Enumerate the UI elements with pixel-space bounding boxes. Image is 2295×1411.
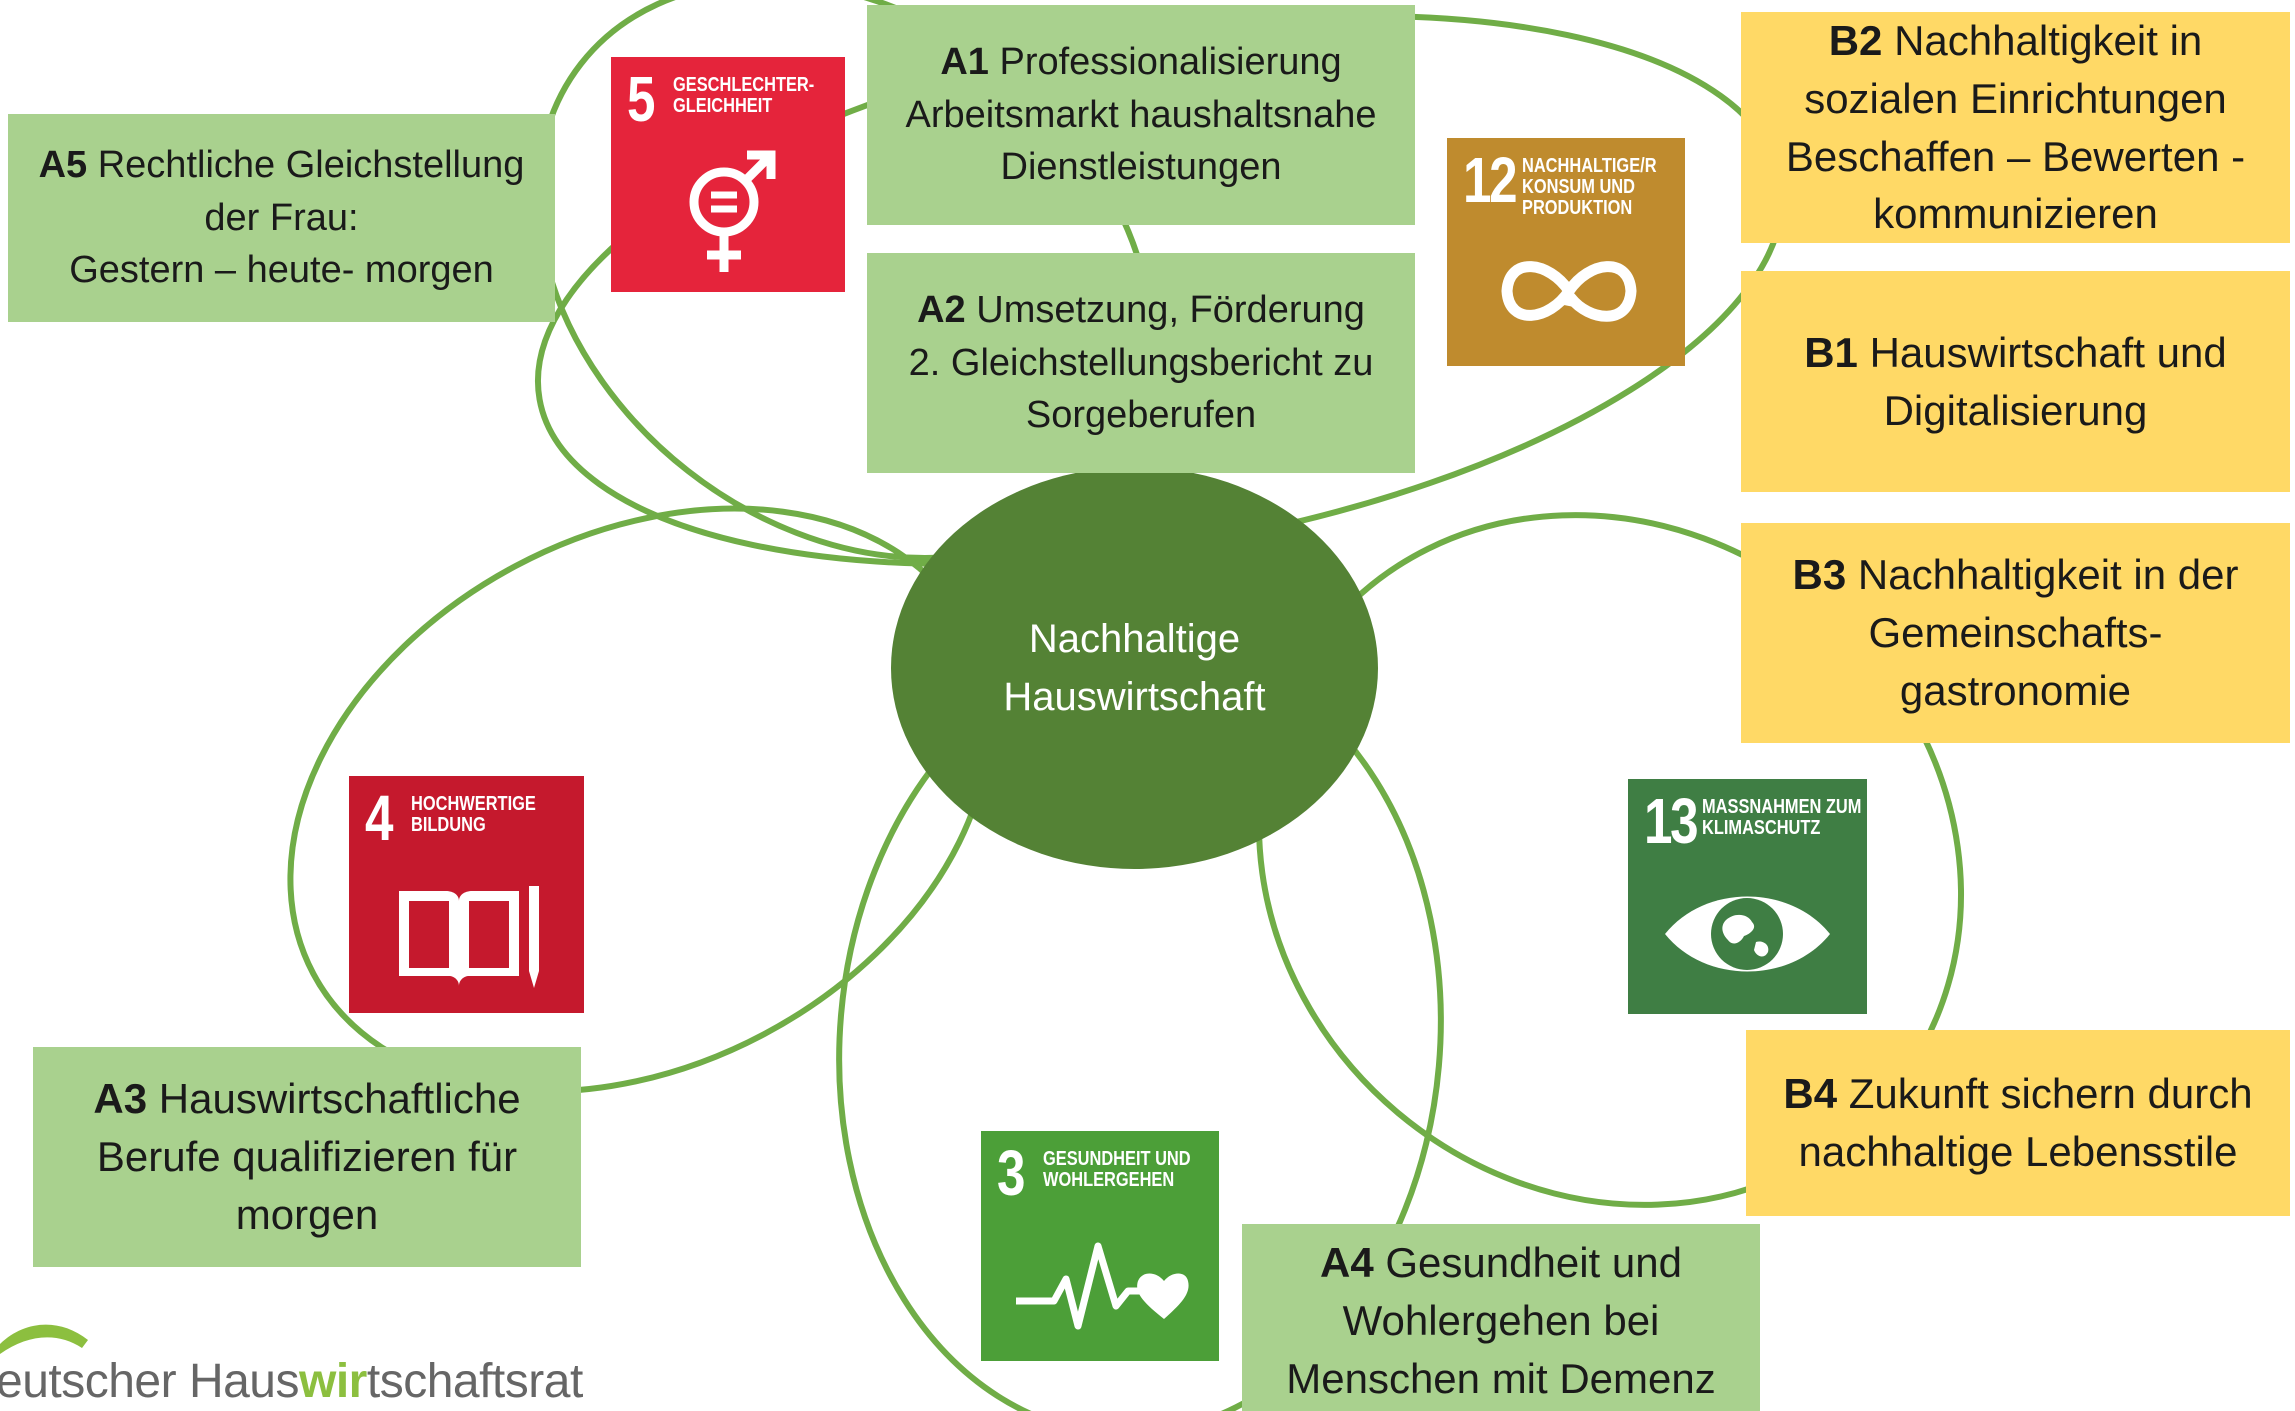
sdg-5-number: 5 (627, 63, 655, 135)
box-b2: B2 Nachhaltigkeit in sozialen Einrichtun… (1741, 12, 2290, 243)
box-b2-code: B2 (1828, 16, 1883, 64)
box-a2-line1: Umsetzung, Förderung (976, 289, 1365, 332)
box-a5-line2: der Frau: (204, 196, 359, 239)
sdg-5-tile: 5 GESCHLECHTER- GLEICHHEIT (611, 57, 845, 292)
infinity-loop-icon (1501, 261, 1637, 322)
box-a3-code: A3 (93, 1075, 148, 1123)
sdg-13-number: 13 (1644, 785, 1699, 857)
book-pencil-icon (399, 886, 539, 988)
box-a5-line3: Gestern – heute- morgen (69, 249, 494, 292)
logo-swoosh-icon (0, 1324, 88, 1354)
sdg-3-number: 3 (997, 1137, 1025, 1209)
box-a2-code: A2 (917, 289, 966, 332)
box-b4: B4 Zukunft sichern durch nachhaltige Leb… (1746, 1030, 2290, 1216)
box-a1-line2: Arbeitsmarkt haushaltsnahe (905, 93, 1377, 136)
box-a2-line3: Sorgeberufen (1025, 394, 1257, 437)
box-b3-line1: Nachhaltigkeit in der (1857, 551, 2239, 599)
sdg-5-title-line2: GLEICHHEIT (673, 95, 773, 117)
sdg-3-tile: 3 GESUNDHEIT UND WOHLERGEHEN (981, 1131, 1219, 1361)
box-a1-code: A1 (940, 41, 989, 84)
box-a3-line3: morgen (235, 1190, 379, 1238)
logo-text-suffix: tschaftsrat (366, 1355, 583, 1408)
box-b1: B1 Hauswirtschaft und Digitalisierung (1741, 271, 2290, 492)
sdg-12-number: 12 (1463, 144, 1518, 216)
heartbeat-icon (1016, 1242, 1189, 1330)
box-b1-line1: Hauswirtschaft und (1869, 328, 2227, 376)
box-a2-line2: 2. Gleichstellungsbericht zu (908, 341, 1374, 384)
box-b3-code: B3 (1792, 551, 1847, 599)
box-b3-line2: Gemeinschafts- (1868, 609, 2163, 657)
box-a1: A1 Professionalisierung Arbeitsmarkt hau… (867, 5, 1415, 225)
box-a4: A4 Gesundheit und Wohlergehen bei Mensch… (1242, 1224, 1760, 1411)
sdg-3-title-line1: GESUNDHEIT UND (1043, 1148, 1191, 1170)
box-b1-line2: Digitalisierung (1883, 386, 2148, 434)
logo-text-highlight: wir (299, 1355, 367, 1408)
sdg-4-title-line2: BILDUNG (411, 814, 486, 836)
sdg-4-title-line1: HOCHWERTIGE (411, 793, 536, 815)
box-b1-code: B1 (1804, 328, 1858, 376)
sdg-3-title-line2: WOHLERGEHEN (1043, 1169, 1175, 1191)
sdg-12-title-line1: NACHHALTIGE/R (1522, 155, 1657, 177)
box-a1-line3: Dienstleistungen (1000, 146, 1282, 189)
sdg-4-tile: 4 HOCHWERTIGE BILDUNG (349, 776, 584, 1013)
eye-globe-icon (1665, 896, 1830, 972)
sdg-12-title-line2: KONSUM UND (1522, 176, 1635, 198)
box-a3: A3 Hauswirtschaftliche Berufe qualifizie… (33, 1047, 581, 1267)
box-a5-line1: Rechtliche Gleichstellung (97, 144, 525, 187)
center-circle: Nachhaltige Hauswirtschaft (891, 467, 1378, 869)
box-b2-line3: Beschaffen – Bewerten - (1785, 132, 2246, 180)
logo-text-prefix: eutscher Haus (0, 1355, 300, 1408)
box-a4-line2: Wohlergehen bei (1342, 1296, 1660, 1344)
box-b3: B3 Nachhaltigkeit in der Gemeinschafts- … (1741, 523, 2290, 743)
sdg-12-title-line3: PRODUKTION (1522, 197, 1633, 219)
center-title-line1: Nachhaltige (1028, 617, 1241, 661)
box-a4-code: A4 (1320, 1239, 1374, 1286)
box-a5-code: A5 (38, 144, 88, 187)
box-a5: A5 Rechtliche Gleichstellung der Frau: G… (8, 114, 555, 322)
sdg-5-title-line1: GESCHLECHTER- (673, 74, 815, 96)
box-a1-line1: Professionalisierung (999, 41, 1342, 84)
box-b2-line1: Nachhaltigkeit in (1894, 16, 2203, 64)
sdg-13-title-line2: KLIMASCHUTZ (1702, 817, 1821, 839)
gender-equality-icon (689, 150, 776, 272)
box-b3-line3: gastronomie (1899, 666, 2132, 714)
sdg-12-tile: 12 NACHHALTIGE/R KONSUM UND PRODUKTION (1447, 138, 1685, 366)
box-b2-line2: sozialen Einrichtungen (1804, 74, 2227, 122)
sdg-13-title-line1: MASSNAHMEN ZUM (1702, 796, 1862, 818)
box-a3-line1: Hauswirtschaftliche (158, 1075, 521, 1123)
box-b4-line1: Zukunft sichern durch (1848, 1070, 2253, 1118)
box-a3-line2: Berufe qualifizieren für (96, 1133, 518, 1181)
box-a4-line1: Gesundheit und (1385, 1239, 1682, 1286)
center-title-line2: Hauswirtschaft (1003, 675, 1266, 719)
box-b2-line4: kommunizieren (1873, 190, 2158, 238)
box-b4-line2: nachhaltige Lebensstile (1798, 1128, 2238, 1175)
sdg-13-tile: 13 MASSNAHMEN ZUM KLIMASCHUTZ (1628, 779, 1867, 1014)
box-a4-line3: Menschen mit Demenz (1286, 1354, 1716, 1402)
box-b4-code: B4 (1783, 1070, 1838, 1118)
box-a2: A2 Umsetzung, Förderung 2. Gleichstellun… (867, 253, 1415, 473)
sdg-4-number: 4 (365, 782, 393, 854)
logo-deutscher-hauswirtschaftsrat: eutscher Hauswirtschaftsrat (0, 1310, 583, 1411)
